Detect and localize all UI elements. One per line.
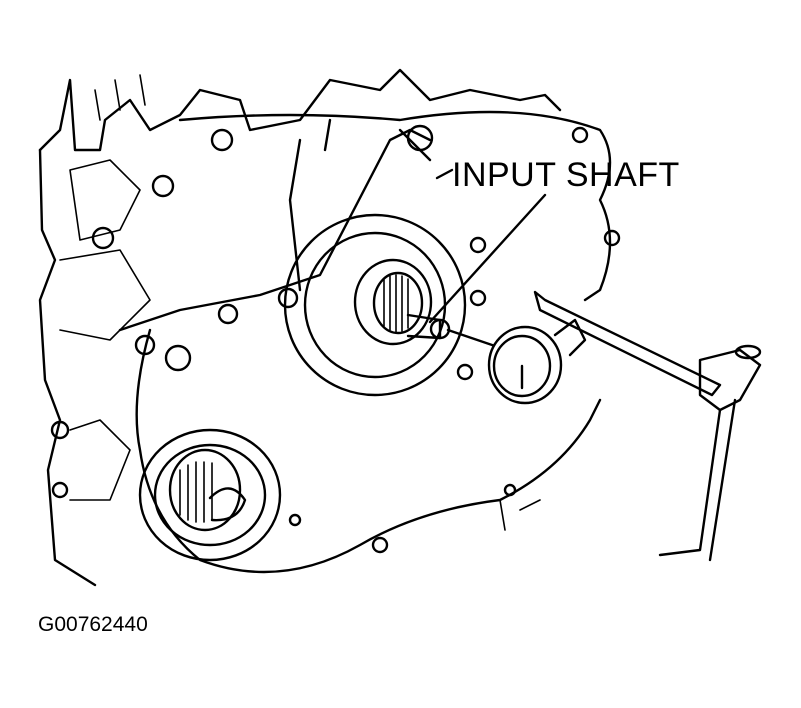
output-shaft-assembly [138, 428, 282, 562]
engine-block [38, 68, 562, 587]
callout-tick [435, 168, 454, 180]
dial-indicator [446, 290, 762, 562]
input-shaft-assembly [283, 213, 467, 397]
callout-leader [428, 193, 547, 324]
figure-code: G00762440 [38, 613, 148, 636]
input-shaft-callout: INPUT SHAFT [452, 156, 680, 194]
transaxle-case [118, 110, 621, 574]
